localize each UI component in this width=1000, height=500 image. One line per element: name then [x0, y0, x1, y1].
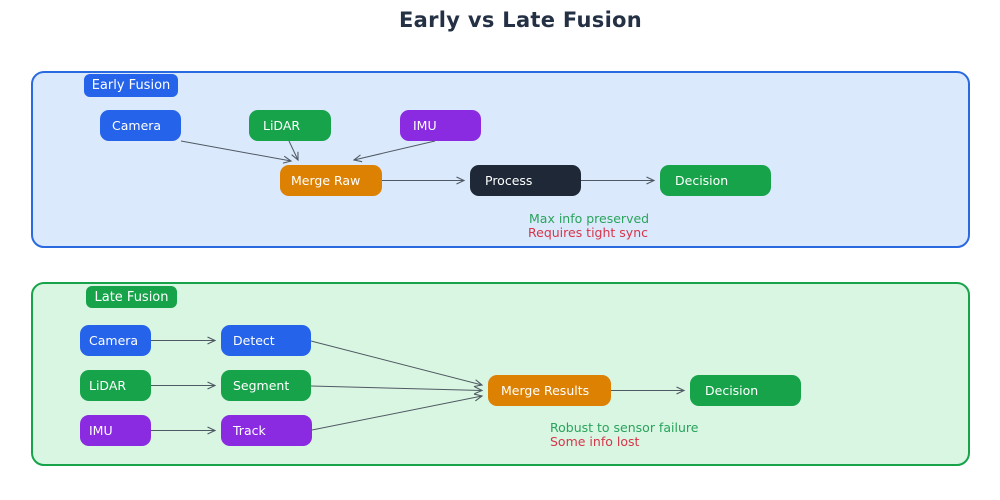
node-late-segment: Segment — [221, 370, 311, 401]
early-pro-note: Max info preserved — [529, 211, 650, 226]
node-early-camera: Camera — [100, 110, 181, 141]
late-fusion-panel-label: Late Fusion — [86, 286, 177, 308]
node-late-imu: IMU — [80, 415, 151, 446]
node-early-lidar: LiDAR — [249, 110, 331, 141]
node-early-imu: IMU — [400, 110, 481, 141]
node-late-track: Track — [221, 415, 312, 446]
node-early-process: Process — [470, 165, 581, 196]
early-fusion-panel-label: Early Fusion — [84, 74, 178, 97]
node-late-decision: Decision — [690, 375, 801, 406]
late-pro-note: Robust to sensor failure — [550, 420, 699, 435]
node-late-camera: Camera — [80, 325, 151, 356]
early-con-note: Requires tight sync — [528, 225, 648, 240]
node-early-decision: Decision — [660, 165, 771, 196]
node-late-lidar: LiDAR — [80, 370, 151, 401]
node-early-merge-raw: Merge Raw — [280, 165, 382, 196]
page-title: Early vs Late Fusion — [399, 8, 643, 32]
early-fusion-panel — [31, 71, 970, 248]
node-late-merge-results: Merge Results — [488, 375, 611, 406]
late-con-note: Some info lost — [550, 434, 640, 449]
node-late-detect: Detect — [221, 325, 311, 356]
late-fusion-panel — [31, 282, 970, 466]
